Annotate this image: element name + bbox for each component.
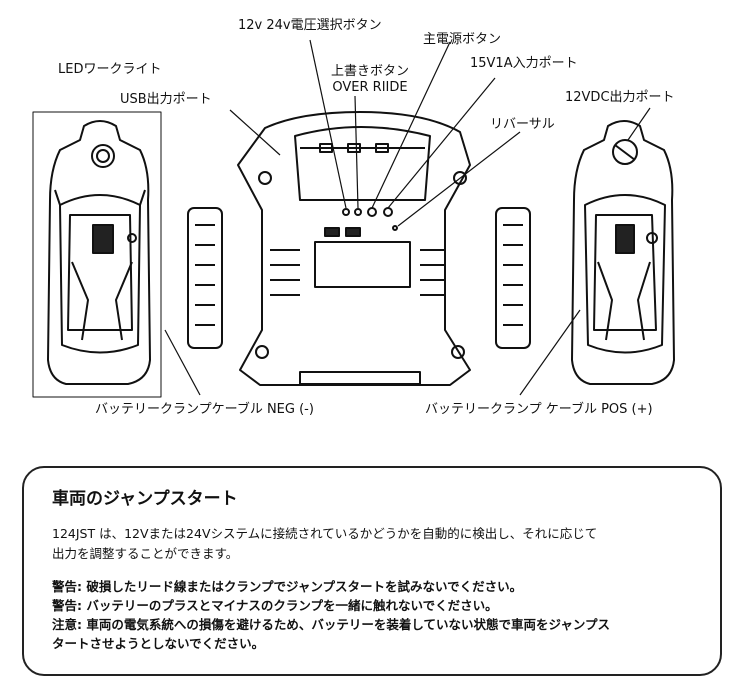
clamp-pos-label: バッテリークランプ ケーブル POS (+) <box>425 402 653 417</box>
leader-lines <box>164 39 651 396</box>
caution-line-2: タートさせようとしないでください。 <box>52 636 265 651</box>
main-power-label: 主電源ボタン <box>423 32 502 47</box>
caution-line-1: 注意: 車両の電気系統への損傷を避けるため、バッテリーを装着していない状態で車両… <box>52 617 610 632</box>
left-wheel <box>187 207 223 349</box>
jump-starter-diagram <box>32 39 675 398</box>
notice-body-line-1: 124JST は、12Vまたは24Vシステムに接続されているかどうかを自動的に検… <box>52 526 598 541</box>
warning-2: 警告: バッテリーのプラスとマイナスのクランプを一緒に触れないでください。 <box>52 598 498 613</box>
reverse-indicator-icon <box>392 225 398 231</box>
center-front-device <box>187 111 531 386</box>
right-wheel <box>495 207 531 349</box>
display-screen <box>314 241 411 288</box>
left-view-frame <box>32 111 162 398</box>
clamp-neg-label: バッテリークランプケーブル NEG (-) <box>95 402 314 417</box>
notice-title: 車両のジャンプスタート <box>52 489 238 509</box>
warning-1: 警告: 破損したリード線またはクランプでジャンプスタートを試みないでください。 <box>52 579 523 594</box>
led-lamp-icon <box>91 144 115 168</box>
main-power-button-icon <box>367 207 377 217</box>
override-button-icon <box>354 208 362 216</box>
dc-port-icon <box>612 139 638 165</box>
notice-body-line-2: 出力を調整することができます。 <box>52 546 239 561</box>
notice-box <box>22 466 722 676</box>
input-port-icon <box>383 207 393 217</box>
reverse-label: リバーサル <box>490 117 555 132</box>
right-side-device <box>571 120 675 385</box>
voltage-select-label: 12v 24v電圧選択ボタン <box>238 18 382 33</box>
voltage-select-button-icon <box>342 208 350 216</box>
override-en-label: OVER RIIDE <box>332 80 408 95</box>
dc-port-label: 12VDC出力ポート <box>565 90 675 105</box>
left-side-device <box>47 120 151 385</box>
override-label: 上書きボタン <box>330 64 409 79</box>
input-port-label: 15V1A入力ポート <box>470 56 578 71</box>
usb-port-label: USB出力ポート <box>120 92 212 107</box>
led-light-label: LEDワークライト <box>58 62 162 77</box>
